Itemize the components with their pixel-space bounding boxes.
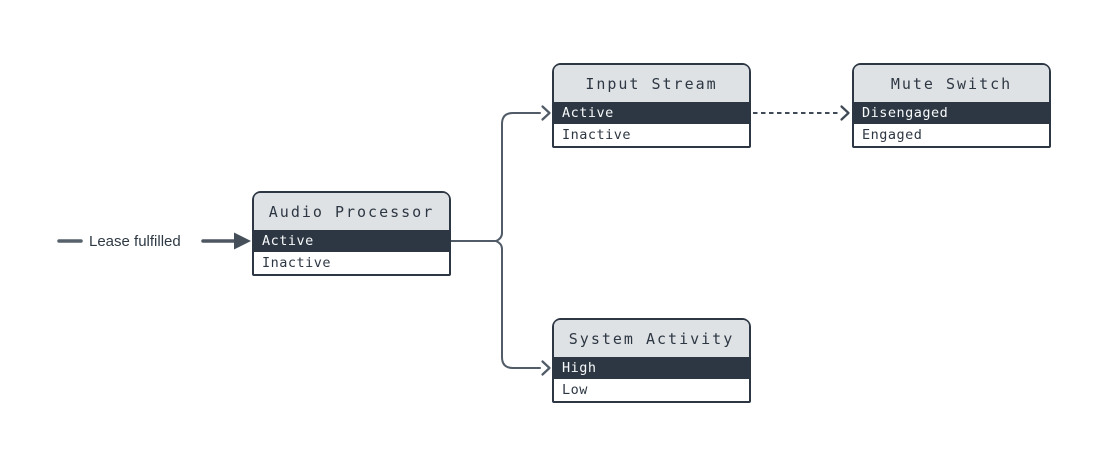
chevron-arrowhead-icon (541, 360, 551, 376)
entry-edge-label: Lease fulfilled (89, 233, 181, 250)
chevron-arrowhead-icon (840, 105, 850, 121)
node-system-activity: System Activity High Low (552, 318, 751, 403)
edge-entry-lease-fulfilled (57, 232, 251, 250)
node-title: Input Stream (554, 65, 749, 102)
state-row-active: Disengaged (854, 102, 1049, 124)
node-title: Audio Processor (254, 193, 449, 230)
chevron-arrowhead-icon (541, 105, 551, 121)
edge-audio-processor-to-system-activity (495, 240, 551, 376)
edge-audio-processor-to-input-stream (451, 105, 551, 242)
node-mute-switch: Mute Switch Disengaged Engaged (852, 63, 1051, 148)
state-row-inactive: Inactive (254, 252, 449, 274)
node-title: System Activity (554, 320, 749, 357)
edge-input-stream-to-mute-switch (753, 105, 850, 121)
node-audio-processor: Audio Processor Active Inactive (252, 191, 451, 276)
state-row-inactive: Inactive (554, 124, 749, 146)
state-row-inactive: Low (554, 379, 749, 401)
state-row-active: Active (254, 230, 449, 252)
entry-edge-arrowhead-icon (234, 232, 251, 250)
edge-line (495, 112, 541, 242)
state-row-active: Active (554, 102, 749, 124)
edge-line (495, 240, 541, 369)
node-title: Mute Switch (854, 65, 1049, 102)
state-row-active: High (554, 357, 749, 379)
state-row-inactive: Engaged (854, 124, 1049, 146)
node-input-stream: Input Stream Active Inactive (552, 63, 751, 148)
